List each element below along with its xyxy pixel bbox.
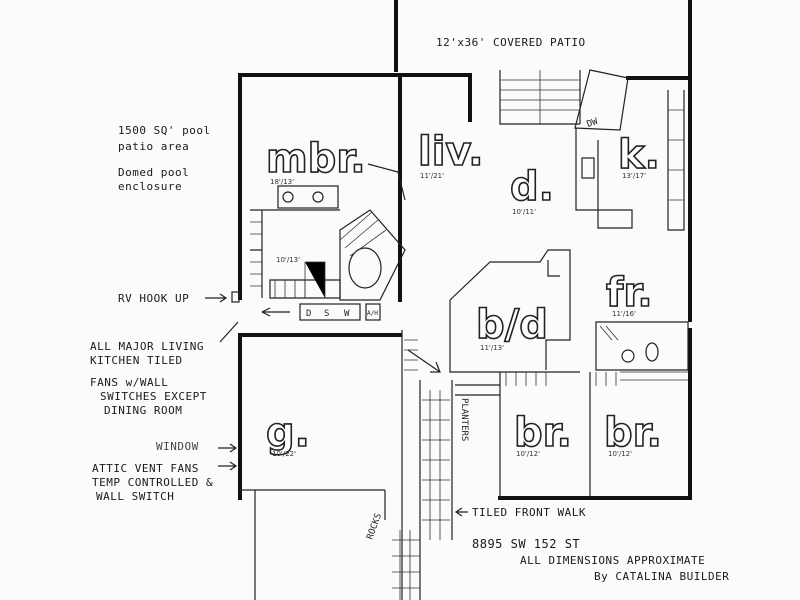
room-label-bd: b/d	[476, 302, 548, 348]
kitchen: k. 13'/17'	[575, 90, 685, 231]
note-fans-1: FANS w/WALL	[90, 376, 168, 389]
footer-notes: 8895 SW 152 ST ALL DIMENSIONS APPROXIMAT…	[472, 537, 729, 583]
room-dim-fr: 11'/16'	[612, 310, 636, 318]
room-dim-g: 10'/22'	[272, 450, 296, 458]
bedroom-den: b/d 11'/13'	[475, 301, 548, 352]
footer-dims: ALL DIMENSIONS APPROXIMATE	[520, 554, 705, 567]
footer-address: 8895 SW 152 ST	[472, 537, 580, 551]
front-walk	[392, 330, 500, 600]
fixture-d: D	[306, 309, 311, 319]
room-label-br2: br.	[604, 410, 662, 456]
room-label-mbr: mbr.	[266, 136, 366, 182]
left-notes: 1500 SQ' pool patio area Domed pool encl…	[90, 124, 239, 503]
fixture-ah: A/H	[367, 310, 378, 317]
note-attic-1: ATTIC VENT FANS	[92, 462, 199, 475]
master-bedroom: mbr. 18'/13'	[250, 135, 366, 298]
note-tiled-1: ALL MAJOR LIVING	[90, 340, 204, 353]
dw-label: DW	[586, 117, 600, 130]
room-dim-mbr: 18'/13'	[270, 178, 294, 186]
room-dim-d: 10'/11'	[512, 208, 536, 216]
note-attic-3: WALL SWITCH	[96, 490, 174, 503]
interior-walls	[449, 249, 617, 498]
room-dim-k: 13'/17'	[622, 172, 646, 180]
exterior-walls	[238, 0, 692, 500]
note-fans-2: SWITCHES EXCEPT	[100, 390, 207, 403]
note-attic-2: TEMP CONTROLLED &	[92, 476, 213, 489]
note-tiled-2: KITCHEN TILED	[90, 354, 183, 367]
master-bath: 10'/13'	[269, 209, 406, 301]
room-label-fr: fr.	[606, 270, 653, 316]
attic-arrow	[218, 461, 238, 471]
note-pool-area-2: patio area	[118, 140, 189, 153]
patio-steps: DW	[499, 69, 629, 131]
family-room: fr. 11'/16'	[595, 269, 689, 381]
dining-room: d. 10'/11'	[509, 163, 554, 216]
room-dim-bd: 11'/13'	[480, 344, 504, 352]
room-label-d: d.	[510, 164, 554, 210]
planters-label: PLANTERS	[459, 398, 469, 441]
room-dim-liv: 11'/21'	[420, 172, 444, 180]
rv-arrow	[205, 293, 228, 303]
room-label-liv: liv.	[418, 129, 483, 175]
tiled-pointer	[219, 321, 239, 343]
room-label-g: g.	[266, 410, 310, 456]
room-dim-br1: 10'/12'	[516, 450, 540, 458]
tiled-walk-note: TILED FRONT WALK	[454, 506, 586, 519]
fixture-s: S	[324, 309, 329, 319]
note-pool-area-1: 1500 SQ' pool	[118, 124, 211, 137]
living-room: liv. 11'/21'	[367, 128, 484, 201]
room-label-k: k.	[618, 132, 660, 178]
note-pool-enclosure-1: Domed pool	[118, 166, 189, 179]
laundry-fixtures: D S W A/H	[231, 291, 381, 321]
note-rv-hookup: RV HOOK UP	[118, 292, 189, 305]
room-dim-bath: 10'/13'	[276, 256, 300, 264]
note-fans-3: DINING ROOM	[104, 404, 182, 417]
room-label-br1: br.	[514, 410, 572, 456]
footer-builder: By CATALINA BUILDER	[594, 570, 729, 583]
bedroom-2: br. 10'/12'	[603, 409, 662, 458]
note-tiled-walk: TILED FRONT WALK	[472, 506, 586, 519]
note-pool-enclosure-2: enclosure	[118, 180, 182, 193]
patio-label: 12'x36' COVERED PATIO	[436, 36, 586, 49]
note-window: WINDOW	[156, 440, 199, 453]
rocks-label: ROCKS	[365, 512, 384, 541]
window-arrow	[218, 443, 238, 453]
planters-text: PLANTERS	[459, 398, 469, 441]
fixture-w: W	[344, 309, 350, 319]
bedroom-1: br. 10'/12'	[513, 409, 572, 458]
room-dim-br2: 10'/12'	[608, 450, 632, 458]
garage: g. 10'/22'	[240, 409, 386, 600]
